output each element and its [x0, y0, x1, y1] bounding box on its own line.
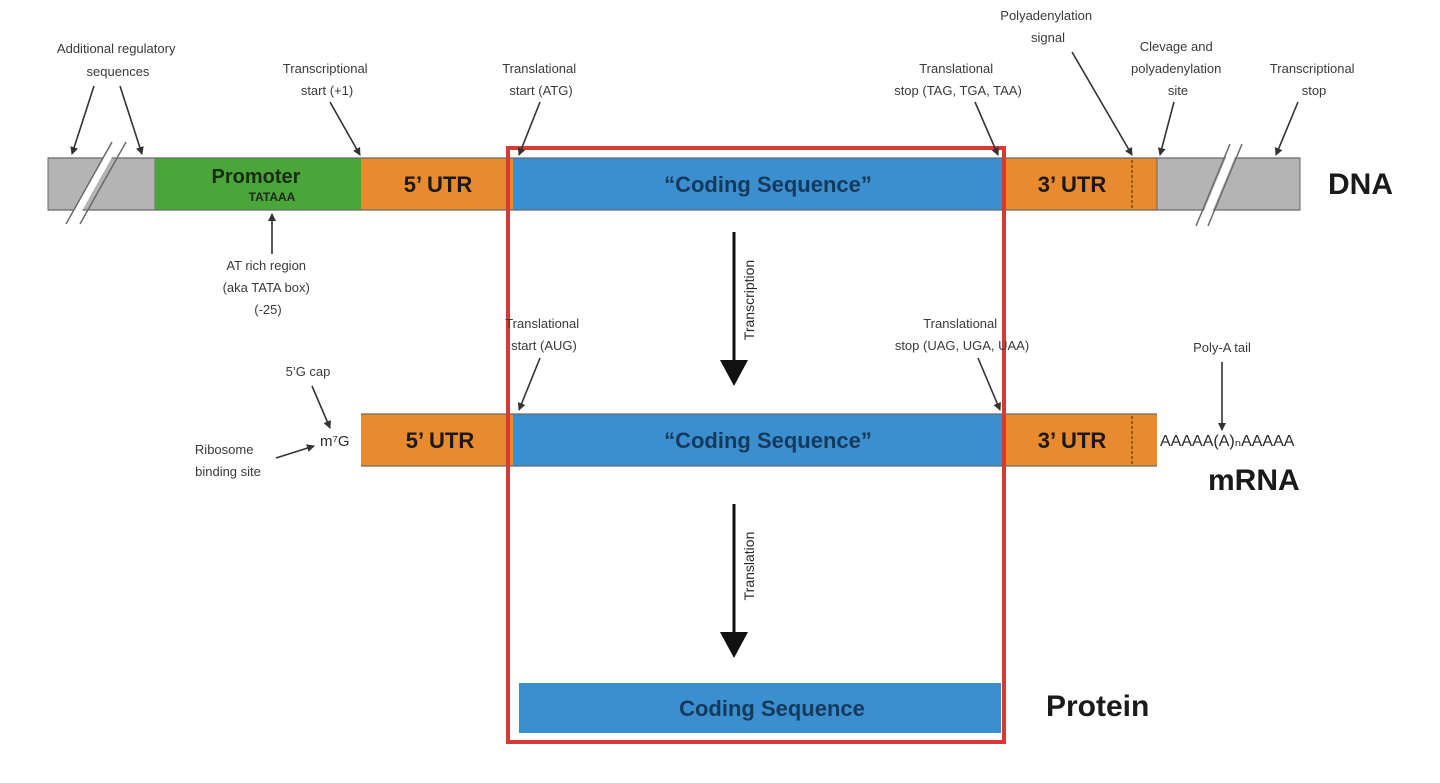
label-transcriptional-start: Transcriptional start (+1)	[283, 61, 371, 98]
dna-promoter	[155, 158, 361, 210]
label-ribosome-binding-site: Ribosome binding site	[195, 442, 261, 479]
dna-coding-sequence	[513, 158, 1005, 210]
label-poly-a-tail: Poly-A tail	[1193, 340, 1251, 355]
dna-3utr-label: 3’ UTR	[1038, 172, 1107, 197]
label-translational-start-dna: Translational start (ATG)	[502, 61, 580, 98]
mrna-coding-sequence	[513, 414, 1005, 466]
mrna-5utr-label: 5’ UTR	[406, 428, 475, 453]
promoter-label: Promoter	[212, 166, 301, 188]
mrna-5utr	[361, 414, 513, 466]
protein-coding-sequence	[519, 683, 1001, 733]
dna-strand: Promoter TATAAA 5’ UTR “Coding Sequence”…	[47, 140, 1301, 228]
dna-break-right	[1195, 142, 1243, 228]
label-translational-start-mrna: Translational start (AUG)	[505, 316, 583, 353]
transcription-arrow	[720, 232, 748, 386]
coding-region-highlight-box	[506, 146, 1006, 744]
label-at-rich-region: AT rich region (aka TATA box) (-25)	[223, 258, 314, 317]
label-polyadenylation-signal: Polyadenylation signal	[1000, 8, 1095, 45]
label-translational-stop-mrna: Translational stop (UAG, UGA, UAA)	[895, 316, 1029, 353]
pointer-arrows	[70, 51, 1299, 459]
translation-arrow	[720, 504, 748, 658]
tata-label: TATAAA	[249, 190, 296, 204]
label-5g-cap: 5’G cap	[286, 364, 331, 379]
mrna-title: mRNA	[1208, 464, 1300, 497]
mrna-3utr-label: 3’ UTR	[1038, 428, 1107, 453]
label-additional-regulatory: Additional regulatory sequences	[57, 41, 179, 79]
translation-label: Translation	[741, 532, 757, 601]
dna-5utr-label: 5’ UTR	[404, 172, 473, 197]
label-translational-stop-dna: Translational stop (TAG, TGA, TAA)	[894, 61, 1022, 98]
protein-coding-label: Coding Sequence	[679, 696, 865, 721]
mrna-coding-label: “Coding Sequence”	[664, 428, 872, 453]
dna-coding-label: “Coding Sequence”	[664, 172, 872, 197]
protein-title: Protein	[1046, 690, 1149, 723]
dna-title: DNA	[1328, 168, 1393, 201]
transcription-label: Transcription	[741, 260, 757, 340]
poly-a-sequence: AAAAA(A)ₙAAAAA	[1160, 433, 1295, 450]
dna-5utr	[361, 158, 513, 210]
label-transcriptional-stop: Transcriptional stop	[1270, 61, 1358, 98]
mrna-strand: 5’ UTR “Coding Sequence” 3’ UTR	[361, 413, 1157, 467]
dna-break-left	[65, 140, 127, 226]
label-cleavage-site: Clevage and polyadenylation site	[1131, 39, 1225, 98]
mrna-cap-label: m⁷G	[320, 433, 350, 450]
